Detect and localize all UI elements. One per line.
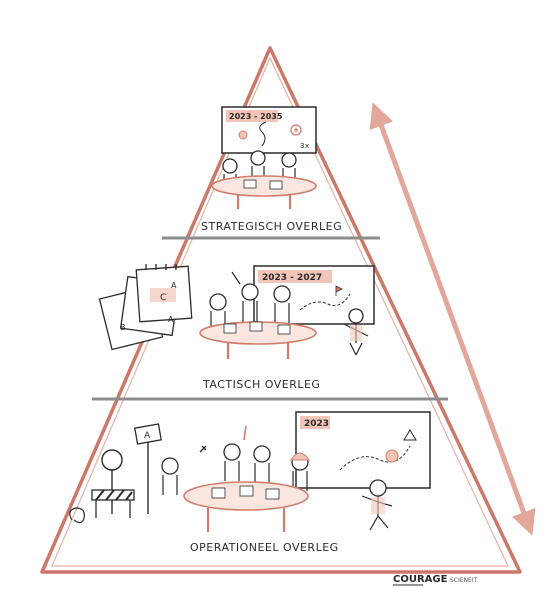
sun-icon [238,130,248,140]
paintbrush-icon [243,425,247,441]
person-head [222,158,238,174]
table-paper [239,485,254,497]
person-head [241,283,259,301]
credit-tagline: SCIENEIT [450,577,478,584]
strategic-table [211,175,317,197]
table-paper [243,179,257,189]
calendar-letter: A [171,281,177,290]
flag-icon [335,285,343,296]
tactical-board-years: 2023 - 2027 [262,273,322,283]
street-sign-letter: A [144,431,151,441]
table-paper [249,321,263,332]
strategic-tier-label: STRATEGISCH OVERLEG [201,220,342,233]
person-head [273,285,291,303]
operational-scene: 2023 A OPERATIONEEL OVERLE [69,411,431,554]
presenter-head [348,308,364,324]
person-head [250,150,266,166]
strategic-board-years: 2023 - 2035 [229,112,283,121]
barrier-stripes [95,489,133,501]
operational-board-years: 2023 [304,419,329,429]
hardhat-icon [290,452,310,461]
presenter-shirt [350,325,362,341]
person-body [162,461,308,495]
calendar-letter: A [168,315,174,324]
person-head [253,445,271,463]
board-badge: 3x [300,142,310,150]
strategic-scene: 2023 - 2035 3x STRATEGISCH OVERLEG [201,106,342,233]
calendar-stack: A C B A [98,264,193,351]
runner-shirt [371,497,385,514]
street-sign [134,423,162,445]
person-head [223,443,241,461]
warning-sign-icon [403,429,417,441]
table-paper [269,180,283,190]
table-paper [277,324,291,335]
table-legs [206,508,286,532]
person-body [210,271,290,327]
tactical-tier-label: TACTISCH OVERLEG [202,378,320,391]
barrier-legs [95,500,131,518]
road-sketch [259,121,267,147]
tactical-scene: A C B A 2023 - 2027 TACTISCH OVERLEG [98,264,375,391]
table-paper [211,487,226,499]
calendar-letter: C [160,293,167,303]
person-head [161,457,179,475]
cable-icon [69,507,85,524]
round-sign [101,449,123,471]
target-icon [290,124,302,136]
operational-board-header-highlight [300,416,330,429]
double-arrow [369,102,536,536]
credit-logo: COURAGE SCIENEIT [393,574,478,586]
target-center-icon [294,128,298,132]
table-legs [226,343,290,359]
strategic-board-header-highlight [226,110,278,122]
table-paper [265,488,280,500]
table-legs [236,195,292,209]
operational-tier-label: OPERATIONEEL OVERLEG [190,541,339,554]
table-paper [223,323,237,334]
route-sketch [299,293,351,311]
tactical-board-header-highlight [258,270,332,283]
credit-brand: COURAGE [393,574,448,585]
wrench-icon [199,445,207,453]
plan-marker [385,449,399,463]
person-head [281,152,297,168]
runner-head [369,479,387,497]
calendar-letter: B [120,323,126,332]
person-head [209,293,227,311]
